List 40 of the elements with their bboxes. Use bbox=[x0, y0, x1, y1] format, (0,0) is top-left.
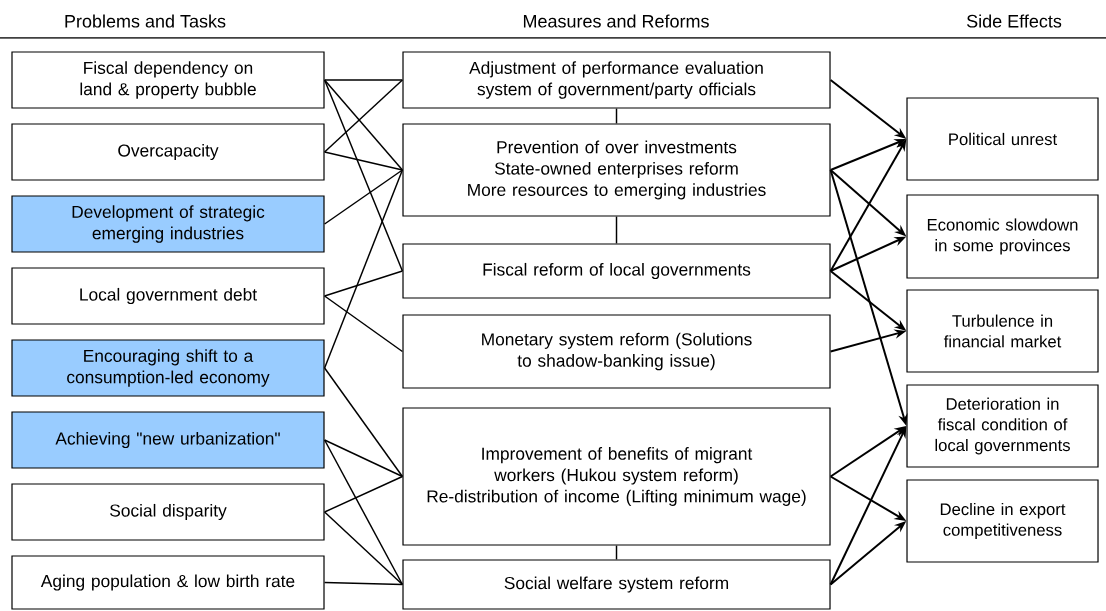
side-effect-box: Political unrest bbox=[906, 97, 1099, 181]
measure-box: Social welfare system reform bbox=[402, 559, 831, 610]
connector-line bbox=[323, 581, 404, 586]
connector-line bbox=[323, 270, 404, 297]
connector-line bbox=[323, 79, 404, 81]
connector-line bbox=[323, 79, 404, 272]
connector-line bbox=[323, 367, 404, 478]
connector-line bbox=[323, 439, 404, 478]
connector-line bbox=[323, 169, 404, 225]
connector-line bbox=[323, 79, 404, 171]
column-heading: Problems and Tasks bbox=[65, 14, 226, 28]
connector-line bbox=[323, 511, 404, 586]
side-effect-box: Economic slowdown in some provinces bbox=[906, 194, 1099, 279]
column-heading: Measures and Reforms bbox=[523, 14, 709, 28]
side-effect-box: Decline in export competitiveness bbox=[906, 479, 1099, 563]
measure-box: Prevention of over investments State-owned enterprises reform More resources to emerging industries bbox=[402, 123, 831, 217]
connector-line bbox=[323, 475, 404, 513]
measure-box: Adjustment of performance evaluation system of government/party officials bbox=[402, 51, 831, 109]
connector-line bbox=[323, 79, 404, 153]
side-effect-box: Turbulence in financial market bbox=[906, 289, 1099, 373]
problem-box: Achieving "new urbanization" bbox=[11, 411, 325, 469]
problem-box: Overcapacity bbox=[11, 123, 325, 181]
column-heading: Side Effects bbox=[966, 14, 1062, 28]
measure-box: Fiscal reform of local governments bbox=[402, 243, 831, 299]
problem-box: Fiscal dependency on land & property bubble bbox=[11, 51, 325, 109]
problem-box: Aging population & low birth rate bbox=[11, 555, 325, 610]
connector-line bbox=[323, 295, 404, 353]
measure-box: Monetary system reform (Solutions to shadow-banking issue) bbox=[402, 314, 831, 389]
connector-line bbox=[615, 107, 618, 125]
problem-box: Social disparity bbox=[11, 483, 325, 541]
measure-box: Improvement of benefits of migrant workers (Hukou system reform) Re-distribution of income (Lifting minimum wage) bbox=[402, 407, 831, 546]
connector-line bbox=[615, 544, 618, 561]
connector-line bbox=[323, 439, 404, 586]
problem-box: Local government debt bbox=[11, 267, 325, 325]
side-effect-box: Deterioration in fiscal condition of local governments bbox=[906, 384, 1099, 468]
connector-line bbox=[615, 215, 618, 245]
problem-box: Development of strategic emerging industries bbox=[11, 195, 325, 253]
problem-box: Encouraging shift to a consumption-led economy bbox=[11, 339, 325, 397]
connector-line bbox=[323, 151, 404, 171]
connector-line bbox=[323, 169, 404, 369]
